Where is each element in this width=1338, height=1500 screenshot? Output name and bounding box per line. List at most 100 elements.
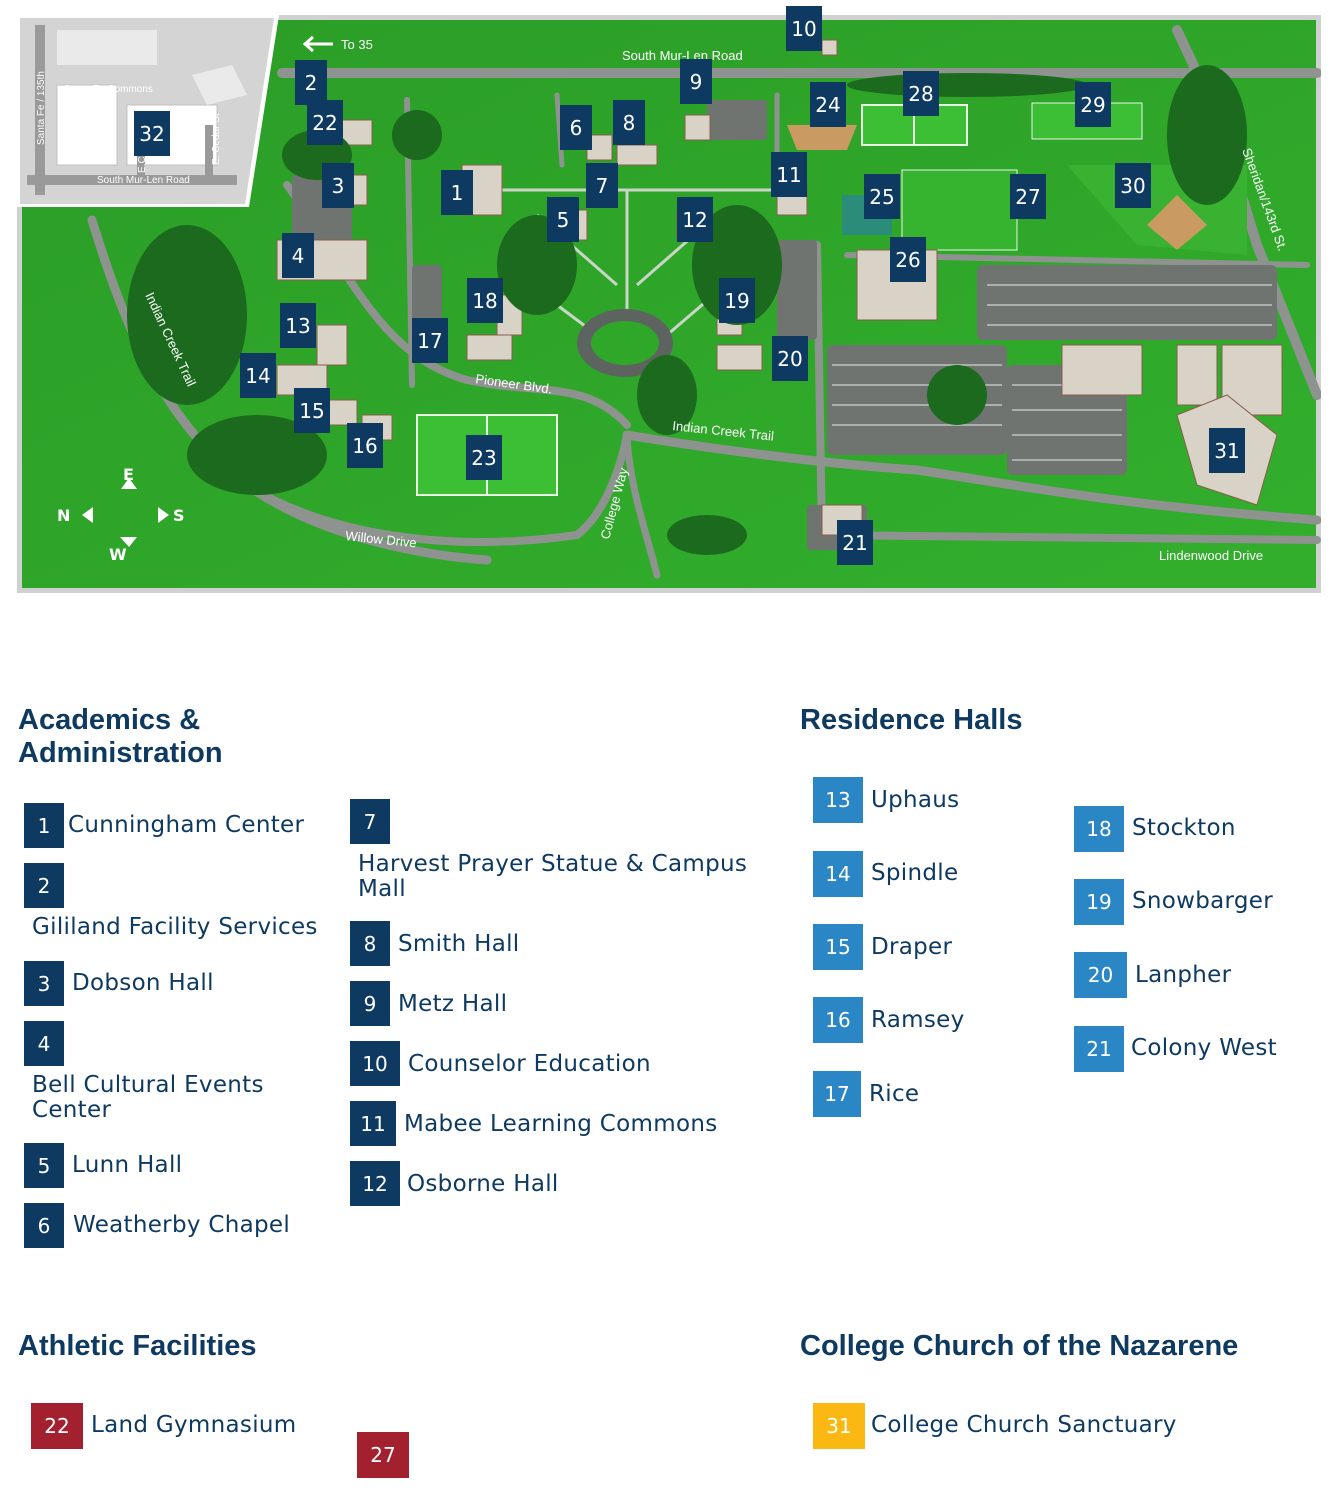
residence-heading: Residence Halls xyxy=(800,704,1023,736)
legend-label-14[interactable]: Spindle xyxy=(871,860,959,886)
legend-label-19[interactable]: Snowbarger xyxy=(1132,888,1274,914)
map-marker-15[interactable]: 15 xyxy=(294,388,330,433)
map-marker-5[interactable]: 5 xyxy=(547,197,579,242)
legend-label-1[interactable]: Cunningham Center xyxy=(68,812,305,838)
willow-drive xyxy=(243,431,631,546)
map-marker-3[interactable]: 3 xyxy=(322,163,354,208)
map-marker-12[interactable]: 12 xyxy=(677,197,713,242)
legend-label-6[interactable]: Weatherby Chapel xyxy=(73,1212,291,1238)
legend-badge-3[interactable]: 3 xyxy=(24,961,64,1006)
legend-badge-1[interactable]: 1 xyxy=(24,803,64,848)
legend-label-8[interactable]: Smith Hall xyxy=(398,931,520,957)
legend-badge-18[interactable]: 18 xyxy=(1074,806,1124,852)
map-marker-14[interactable]: 14 xyxy=(240,353,276,398)
map-marker-18[interactable]: 18 xyxy=(467,278,503,323)
compass-south: S xyxy=(173,506,185,525)
map-marker-20[interactable]: 20 xyxy=(772,336,808,381)
map-marker-1[interactable]: 1 xyxy=(441,170,473,215)
map-marker-28[interactable]: 28 xyxy=(903,71,939,116)
legend-badge-10[interactable]: 10 xyxy=(350,1041,400,1086)
church-heading: College Church of the Nazarene xyxy=(800,1330,1239,1362)
legend-badge-16[interactable]: 16 xyxy=(813,997,863,1043)
legend-badge-5[interactable]: 5 xyxy=(24,1143,64,1188)
map-marker-24[interactable]: 24 xyxy=(810,82,846,127)
legend-badge-31[interactable]: 31 xyxy=(813,1403,865,1449)
legend-label-7[interactable]: Harvest Prayer Statue & Campus Mall xyxy=(358,851,748,902)
map-marker-22[interactable]: 22 xyxy=(307,100,343,145)
map-marker-2[interactable]: 2 xyxy=(295,60,327,105)
map-marker-7[interactable]: 7 xyxy=(586,163,618,208)
legend-badge-21[interactable]: 21 xyxy=(1074,1026,1124,1072)
lindenwood-drive xyxy=(813,531,1321,544)
indian-creek-trail-mid xyxy=(622,430,1321,525)
legend-badge-9[interactable]: 9 xyxy=(350,981,390,1026)
map-marker-25[interactable]: 25 xyxy=(864,174,900,219)
legend-label-10[interactable]: Counselor Education xyxy=(408,1051,651,1077)
road-label-south-mur-len: South Mur-Len Road xyxy=(622,48,743,63)
legend-label-9[interactable]: Metz Hall xyxy=(398,991,508,1017)
map-marker-16[interactable]: 16 xyxy=(347,423,383,468)
map-marker-19[interactable]: 19 xyxy=(719,278,755,323)
legend-label-21[interactable]: Colony West xyxy=(1131,1035,1277,1061)
map-marker-27[interactable]: 27 xyxy=(1010,174,1046,219)
map-marker-8[interactable]: 8 xyxy=(613,100,645,145)
legend-badge-19[interactable]: 19 xyxy=(1074,879,1124,925)
map-marker-10[interactable]: 10 xyxy=(786,6,822,51)
legend-label-22[interactable]: Land Gymnasium xyxy=(91,1412,297,1438)
legend-label-20[interactable]: Lanpher xyxy=(1135,962,1232,988)
legend-label-15[interactable]: Draper xyxy=(871,934,953,960)
academics-heading: Academics & Administration xyxy=(18,704,223,769)
legend-label-11[interactable]: Mabee Learning Commons xyxy=(404,1111,718,1137)
athletic-heading: Athletic Facilities xyxy=(18,1330,257,1362)
legend-label-2[interactable]: Gililand Facility Services xyxy=(32,914,318,940)
legend-badge-4[interactable]: 4 xyxy=(24,1021,64,1066)
map-marker-32[interactable]: 32 xyxy=(134,111,170,156)
legend-label-16[interactable]: Ramsey xyxy=(871,1007,965,1033)
legend-badge-6[interactable]: 6 xyxy=(24,1203,64,1248)
inset-label-santa-fe-commons: Santa Fe Commons xyxy=(64,84,153,95)
map-marker-31[interactable]: 31 xyxy=(1209,428,1245,473)
map-marker-29[interactable]: 29 xyxy=(1075,82,1111,127)
legend-badge-13[interactable]: 13 xyxy=(813,777,863,823)
legend-badge-11[interactable]: 11 xyxy=(350,1101,396,1146)
softball-24 xyxy=(787,125,857,150)
map-marker-21[interactable]: 21 xyxy=(837,520,873,565)
map-marker-23[interactable]: 23 xyxy=(466,435,502,480)
legend-label-17[interactable]: Rice xyxy=(869,1081,920,1107)
map-marker-17[interactable]: 17 xyxy=(412,318,448,363)
road-label-to-35: To 35 xyxy=(341,37,373,52)
legend-label-13[interactable]: Uphaus xyxy=(871,787,960,813)
legend-badge-14[interactable]: 14 xyxy=(813,851,863,897)
inset-label-e-cedar: E. Cedar St xyxy=(211,113,222,165)
legend-badge-7[interactable]: 7 xyxy=(350,799,390,844)
legend-badge-15[interactable]: 15 xyxy=(813,924,863,970)
road-label-lindenwood: Lindenwood Drive xyxy=(1159,548,1263,563)
legend-label-31[interactable]: College Church Sanctuary xyxy=(871,1412,1177,1438)
map-marker-9[interactable]: 9 xyxy=(680,59,712,104)
legend-badge-12[interactable]: 12 xyxy=(350,1161,400,1206)
legend-label-4[interactable]: Bell Cultural Events Center xyxy=(32,1072,264,1123)
to-35-arrow xyxy=(302,35,333,53)
legend-label-3[interactable]: Dobson Hall xyxy=(72,970,214,996)
inset-label-ec: E.C. xyxy=(137,154,148,173)
legend-label-18[interactable]: Stockton xyxy=(1132,815,1236,841)
legend-badge-27[interactable]: 27 xyxy=(357,1432,409,1478)
college-way xyxy=(623,431,661,579)
map-marker-11[interactable]: 11 xyxy=(771,152,807,197)
map-marker-4[interactable]: 4 xyxy=(282,233,314,278)
legend-badge-20[interactable]: 20 xyxy=(1074,952,1127,998)
map-marker-30[interactable]: 30 xyxy=(1115,163,1151,208)
inset-label-santa-fe-135th: Santa Fe / 135th xyxy=(36,71,47,145)
map-marker-6[interactable]: 6 xyxy=(560,105,592,150)
legend-label-12[interactable]: Osborne Hall xyxy=(407,1171,559,1197)
legend-badge-2[interactable]: 2 xyxy=(24,863,64,908)
compass-east: E xyxy=(123,465,134,484)
map-marker-13[interactable]: 13 xyxy=(280,303,316,348)
map-marker-26[interactable]: 26 xyxy=(890,237,926,282)
legend-label-5[interactable]: Lunn Hall xyxy=(72,1152,183,1178)
field-27 xyxy=(901,169,1018,251)
compass-arrows xyxy=(82,478,169,547)
legend-badge-17[interactable]: 17 xyxy=(813,1071,861,1117)
legend-badge-22[interactable]: 22 xyxy=(31,1403,83,1449)
legend-badge-8[interactable]: 8 xyxy=(350,921,390,966)
